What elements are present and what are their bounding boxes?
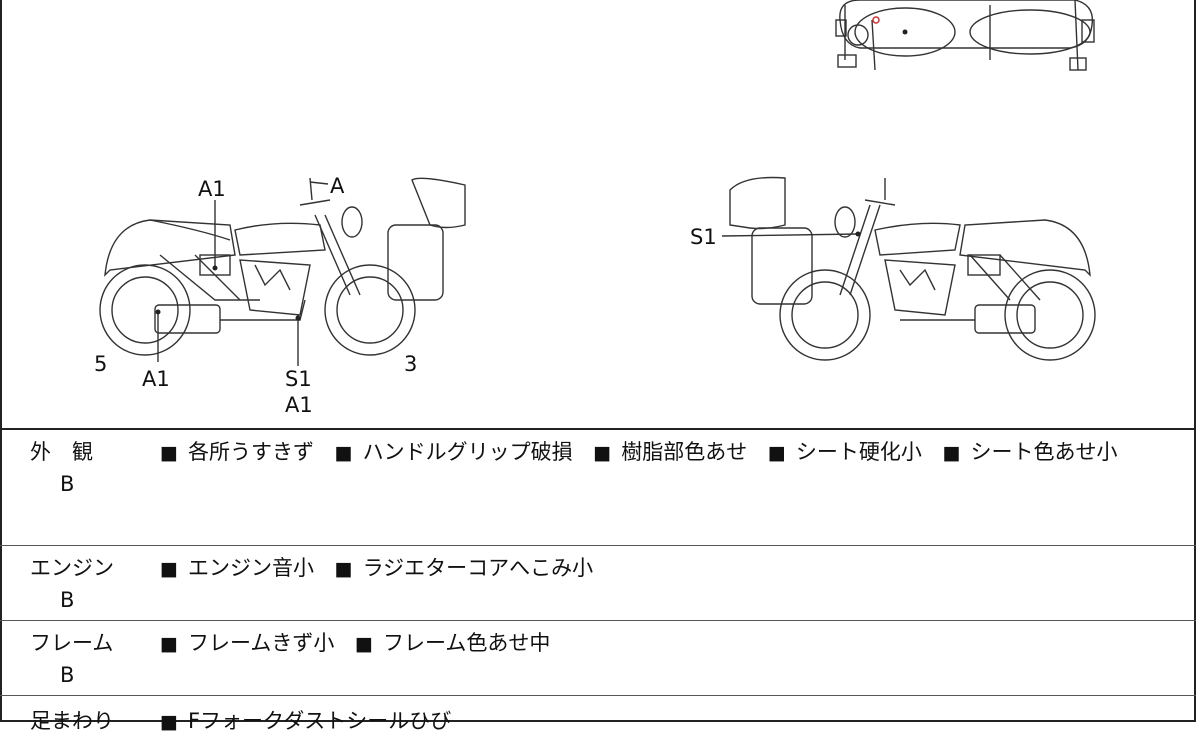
list-item: ラジエターコアへこみ小 xyxy=(335,556,594,580)
section-grade: B xyxy=(60,663,75,687)
label-a1-left: A1 xyxy=(142,367,170,391)
section-row-frame: フレーム B フレームきず小 フレーム色あせ中 xyxy=(0,620,1196,695)
list-item: 各所うすきず xyxy=(160,440,314,464)
motorcycle-damage-diagram: A1 A 5 A1 S1 A1 3 S1 xyxy=(94,0,1096,417)
label-a1-top: A1 xyxy=(198,177,226,201)
section-grade: B xyxy=(60,588,75,612)
list-item: Fフォークダストシールひび xyxy=(160,709,451,733)
right-side-motorcycle xyxy=(729,176,1096,361)
label-a1-bottom: A1 xyxy=(285,393,313,417)
list-item: フレーム色あせ中 xyxy=(355,631,550,655)
section-grade: B xyxy=(60,472,75,496)
section-category: エンジン xyxy=(30,556,114,580)
left-side-motorcycle xyxy=(99,177,466,356)
list-item: シート色あせ小 xyxy=(943,440,1118,464)
label-3: 3 xyxy=(404,352,417,376)
label-s1-left: S1 xyxy=(285,367,312,391)
section-category: 外 観 xyxy=(30,440,93,464)
label-a: A xyxy=(330,174,345,198)
label-5: 5 xyxy=(94,352,107,376)
section-category: 足まわり xyxy=(30,709,114,733)
section-items: エンジン音小 ラジエターコアへこみ小 xyxy=(160,552,607,582)
list-item: 樹脂部色あせ xyxy=(593,440,747,464)
section-row-engine: エンジン B エンジン音小 ラジエターコアへこみ小 xyxy=(0,545,1196,620)
section-row-exterior: 外 観 B 各所うすきず ハンドルグリップ破損 樹脂部色あせ シート硬化小 シー… xyxy=(0,428,1196,545)
top-view-motorcycle xyxy=(835,0,1095,71)
list-item: エンジン音小 xyxy=(160,556,314,580)
section-items: フレームきず小 フレーム色あせ中 xyxy=(160,627,564,657)
list-item: フレームきず小 xyxy=(160,631,334,655)
section-items: 各所うすきず ハンドルグリップ破損 樹脂部色あせ シート硬化小 シート色あせ小 xyxy=(160,436,1132,466)
list-item: シート硬化小 xyxy=(768,440,922,464)
label-s1-right: S1 xyxy=(690,225,717,249)
list-item: ハンドルグリップ破損 xyxy=(335,440,573,464)
section-row-suspension: 足まわり Fフォークダストシールひび xyxy=(0,695,1196,735)
section-items: Fフォークダストシールひび xyxy=(160,705,465,735)
section-category: フレーム xyxy=(30,631,114,655)
